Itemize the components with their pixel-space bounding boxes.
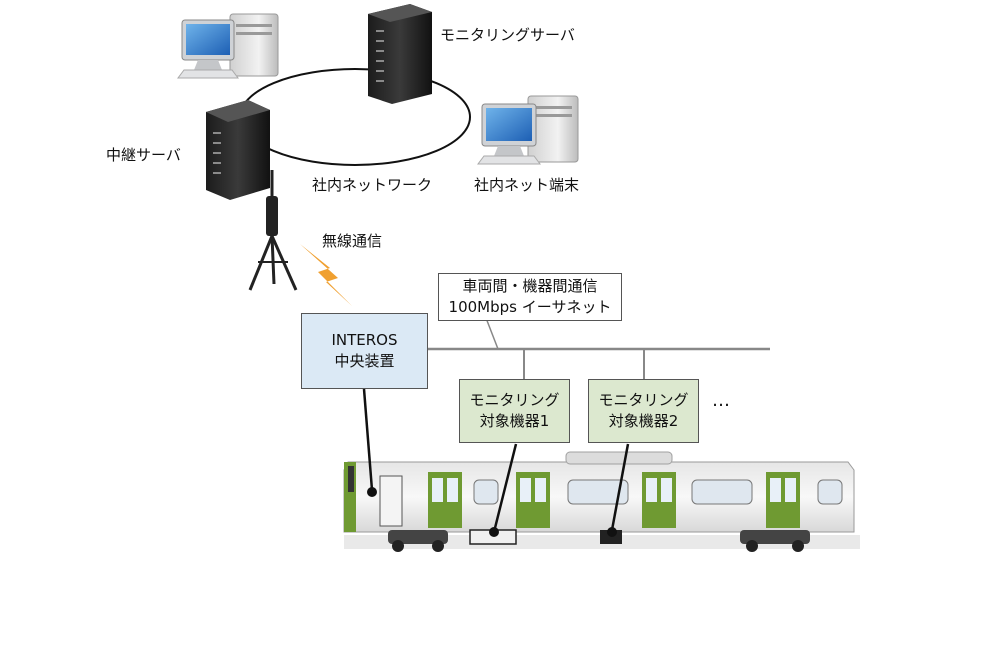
target-device-2-line1: モニタリング [598,391,689,409]
relay-server-icon [206,100,270,200]
company-terminal-label: 社内ネット端末 [474,176,580,194]
central-unit-line2: 中央装置 [334,352,395,370]
comm-spec-box: 車両間・機器間通信 100Mbps イーサネット [438,273,622,321]
target-device-1-line2: 対象機器1 [479,412,550,430]
train-car [343,451,860,552]
target1-connection-point [489,527,499,537]
central-unit-line1: INTEROS [331,331,398,349]
comm-spec-line1: 車両間・機器間通信 [462,277,598,295]
monitoring-server-label: モニタリングサーバ [440,26,575,44]
company-network-ring [239,68,471,166]
target2-to-train-line [610,443,630,531]
pc-terminal-icon-2 [477,95,579,165]
wireless-label: 無線通信 [322,232,383,250]
target-device-1-box: モニタリング 対象機器1 [459,379,570,443]
antenna-icon [248,170,298,291]
target2-connection-point [607,527,617,537]
central-to-train-line [362,388,374,491]
comm-box-pointer [485,317,499,350]
target1-to-train-line [492,443,518,533]
relay-server-label: 中継サーバ [106,146,181,164]
central-unit-box: INTEROS 中央装置 [301,313,428,389]
wireless-lightning-icon [300,244,352,306]
company-network-label: 社内ネットワーク [312,176,433,194]
monitoring-server-icon [368,4,432,104]
target-device-1-line1: モニタリング [469,391,560,409]
target-device-2-line2: 対象機器2 [608,412,679,430]
comm-spec-line2: 100Mbps イーサネット [448,298,612,316]
more-devices-ellipsis: … [712,390,730,411]
pc-terminal-icon-1 [177,13,279,79]
central-connection-point [367,487,377,497]
target-device-2-box: モニタリング 対象機器2 [588,379,699,443]
